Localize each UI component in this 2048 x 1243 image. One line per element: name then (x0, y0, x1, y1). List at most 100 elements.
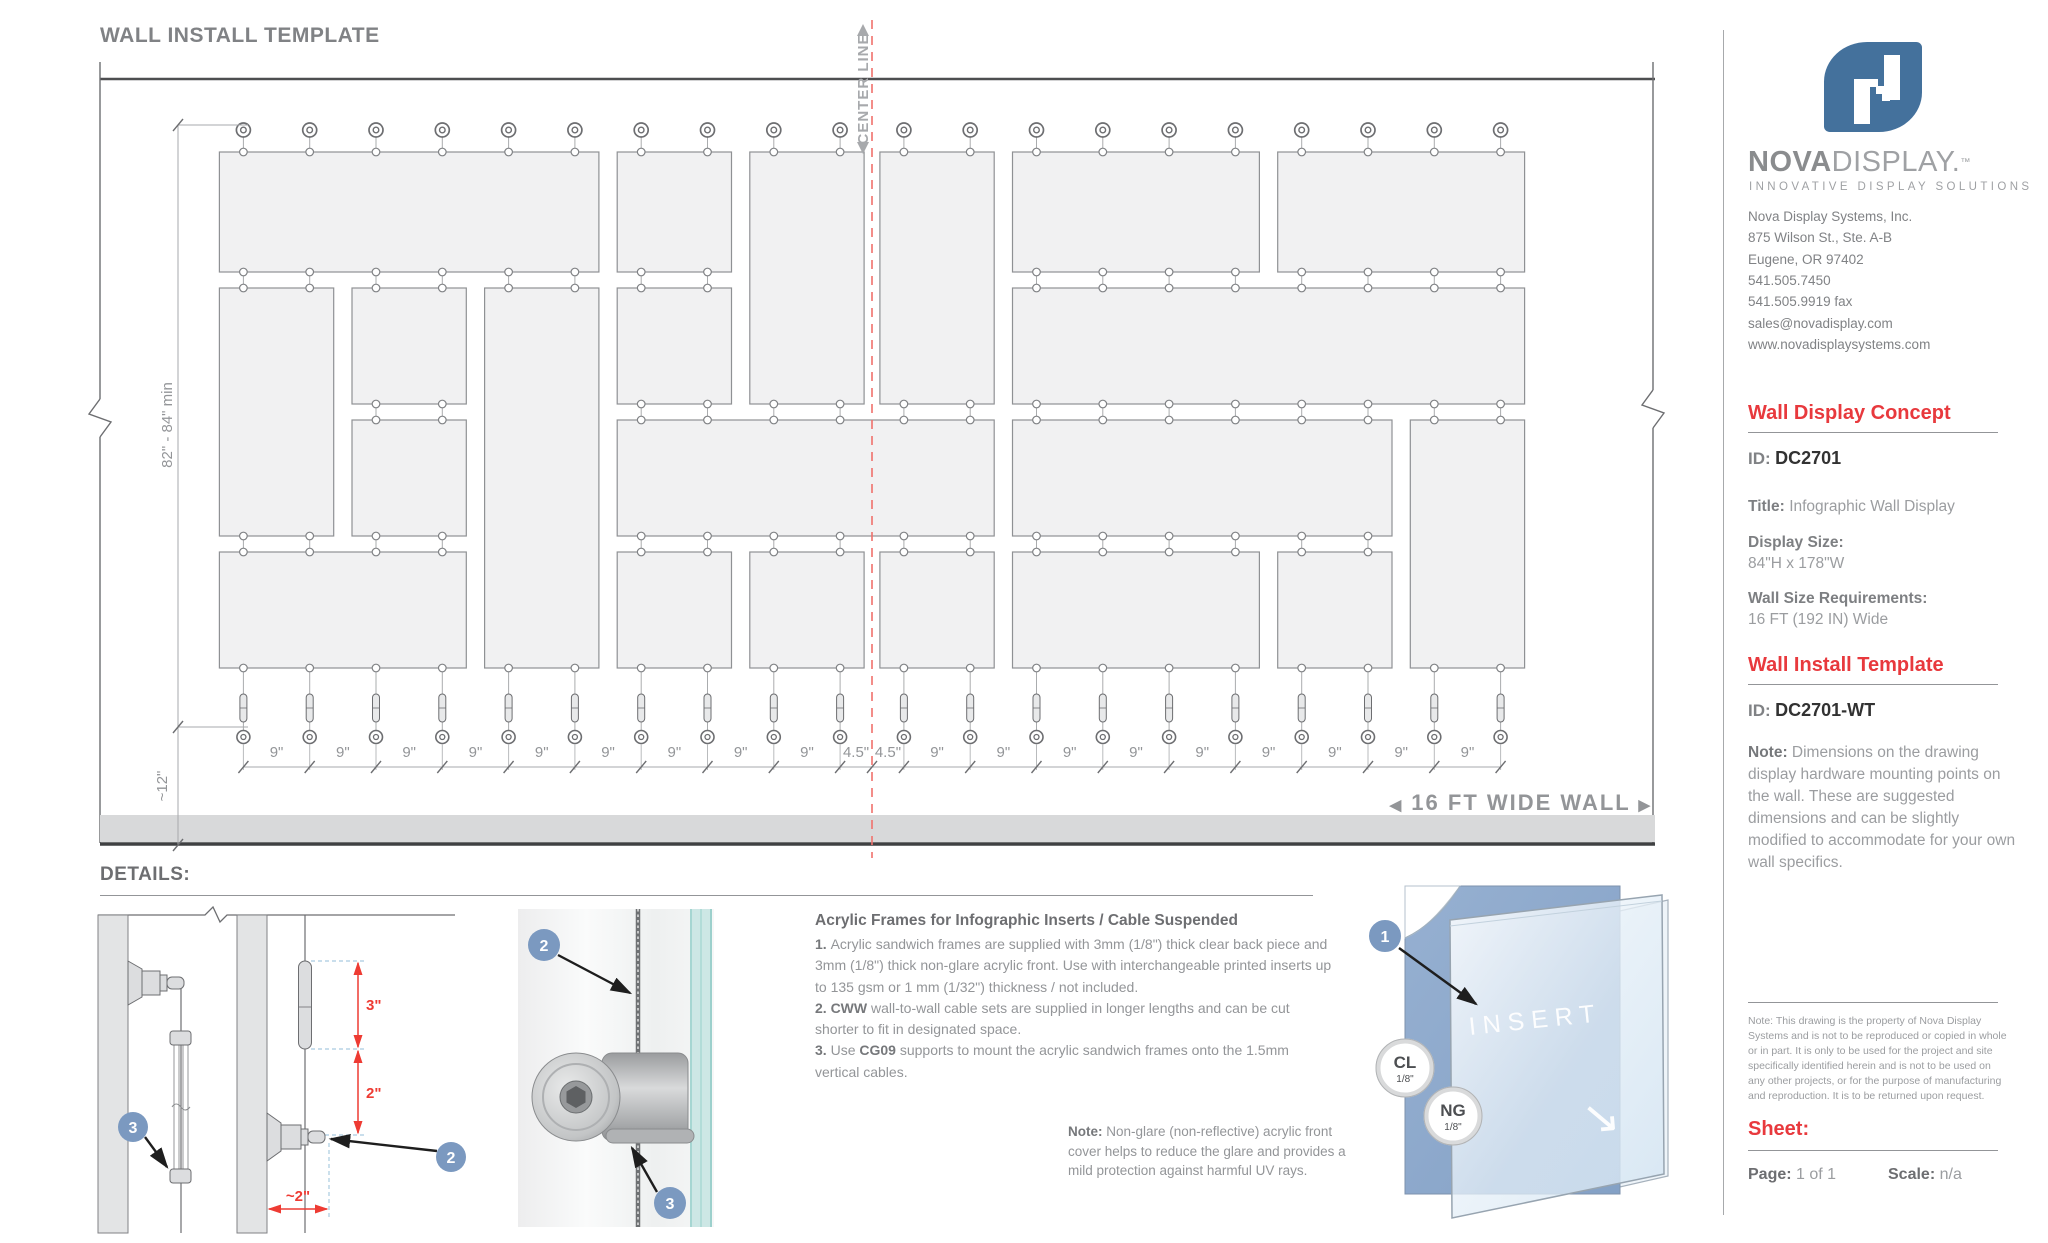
section-rule (1748, 684, 1998, 685)
frame-gripper (636, 283, 646, 293)
detail-cross-section-drawing: 3 3" 2" 2 (97, 905, 466, 1234)
concept-id: ID: DC2701 (1748, 448, 1842, 468)
email-link[interactable]: sales@novadisplay.com (1748, 315, 1893, 331)
template-heading: Wall Install Template (1748, 654, 1944, 676)
standoff-fitting (266, 1112, 326, 1162)
frame-gripper (965, 531, 975, 541)
frame-gripper (1032, 283, 1041, 293)
frame-gripper (1363, 399, 1373, 409)
frame-gripper (769, 663, 779, 673)
svg-text:1/8": 1/8" (1444, 1122, 1462, 1133)
section-rule (1748, 1150, 1998, 1151)
scale-indicator: Scale: n/a (1888, 1166, 1962, 1183)
svg-text:9": 9" (668, 744, 682, 761)
frame-gripper (1098, 399, 1108, 409)
display-frame (1409, 415, 1526, 673)
callout-3: 3 (630, 1145, 686, 1219)
frame-gripper (570, 267, 580, 277)
frame-gripper (305, 547, 315, 557)
frame-gripper (504, 267, 514, 277)
dimension-3in: 3" (353, 961, 381, 1049)
frame-gripper (835, 531, 845, 541)
frame-gripper (636, 267, 646, 277)
frame-gripper (1429, 663, 1439, 673)
display-frame (484, 283, 600, 673)
frame-gripper (437, 415, 447, 425)
frame-gripper (1429, 415, 1439, 425)
frame-gripper (965, 147, 975, 157)
address-line: 541.505.9919 fax (1748, 294, 1853, 310)
frame-gripper (703, 547, 712, 557)
frame-gripper (636, 531, 646, 541)
frame-gripper (1363, 663, 1373, 673)
svg-text:9": 9" (1262, 744, 1276, 761)
display-frame (218, 283, 335, 541)
frame-gripper (1230, 531, 1240, 541)
frame-gripper (769, 399, 779, 409)
display-frame (1011, 415, 1393, 541)
website-link[interactable]: www.novadisplaysystems.com (1748, 336, 1931, 352)
frame-gripper (703, 147, 712, 157)
svg-text:9": 9" (601, 744, 615, 761)
frame-gripper (437, 663, 447, 673)
wall-install-drawing: 9"9"9"9"9"9"9"9"9"4.5"4.5"9"9"9"9"9"9"9"… (87, 20, 1666, 858)
frame-gripper (965, 415, 975, 425)
display-frame (616, 415, 995, 541)
frame-gripper (899, 547, 909, 557)
frame-gripper (1363, 283, 1373, 293)
svg-text:9": 9" (270, 744, 284, 761)
display-frame (351, 283, 467, 409)
frame-gripper (703, 415, 712, 425)
svg-text:82" - 84" min: 82" - 84" min (159, 382, 176, 468)
display-frame (218, 547, 467, 673)
display-frame (351, 415, 467, 541)
address-line: Eugene, OR 97402 (1748, 251, 1864, 267)
logo-n-glyph (1854, 55, 1900, 124)
frame-gripper (1230, 147, 1240, 157)
frame-gripper (1297, 663, 1307, 673)
frame-gripper (965, 547, 975, 557)
frame-gripper (769, 147, 779, 157)
svg-text:9": 9" (734, 744, 748, 761)
svg-text:9": 9" (997, 744, 1011, 761)
details-note-item: 1. Acrylic sandwich frames are supplied … (815, 936, 1332, 995)
concept-title: Title: Infographic Wall Display (1748, 498, 1955, 515)
frame-gripper (238, 283, 248, 293)
callout-3: 3 (118, 1112, 169, 1169)
page-indicator: Page: 1 of 1 (1748, 1166, 1837, 1183)
cable-gripper (531, 1052, 695, 1144)
frame-gripper (1297, 147, 1307, 157)
frame-gripper (1230, 547, 1240, 557)
details-note-item: 2. CWW wall-to-wall cable sets are suppl… (815, 999, 1290, 1038)
svg-text:~2": ~2" (286, 1188, 310, 1205)
frame-gripper (636, 663, 646, 673)
callout-2: 2 (528, 929, 633, 995)
svg-text:9": 9" (1461, 744, 1475, 761)
display-frame (879, 147, 995, 409)
frame-gripper (769, 547, 779, 557)
wall-size-label: Wall Size Requirements: (1748, 590, 1928, 607)
frame-gripper (504, 147, 514, 157)
frame-gripper (1230, 663, 1240, 673)
frame-gripper (636, 147, 646, 157)
frame-gripper (1164, 531, 1174, 541)
callout-1: 1 (1367, 918, 1478, 1006)
frame-gripper (1230, 267, 1240, 277)
svg-text:9": 9" (1195, 744, 1209, 761)
svg-text:2: 2 (447, 1150, 456, 1167)
frame-gripper (703, 663, 712, 673)
display-frame (1011, 147, 1260, 277)
frame-gripper (371, 267, 381, 277)
frame-gripper (1297, 531, 1307, 541)
display-size-value: 84"H x 178"W (1748, 555, 1845, 572)
svg-text:2": 2" (366, 1085, 381, 1102)
display-size-label: Display Size: (1748, 534, 1844, 551)
frame-gripper (835, 547, 845, 557)
wall-cut-line (98, 905, 455, 924)
frame-gripper (1098, 267, 1108, 277)
svg-text:9": 9" (930, 744, 944, 761)
frame-gripper (835, 147, 845, 157)
standoff-fitting (127, 960, 185, 1006)
frame-gripper (305, 267, 315, 277)
non-glare-note: Note: Non-glare (non-reflective) acrylic… (1068, 1124, 1346, 1179)
